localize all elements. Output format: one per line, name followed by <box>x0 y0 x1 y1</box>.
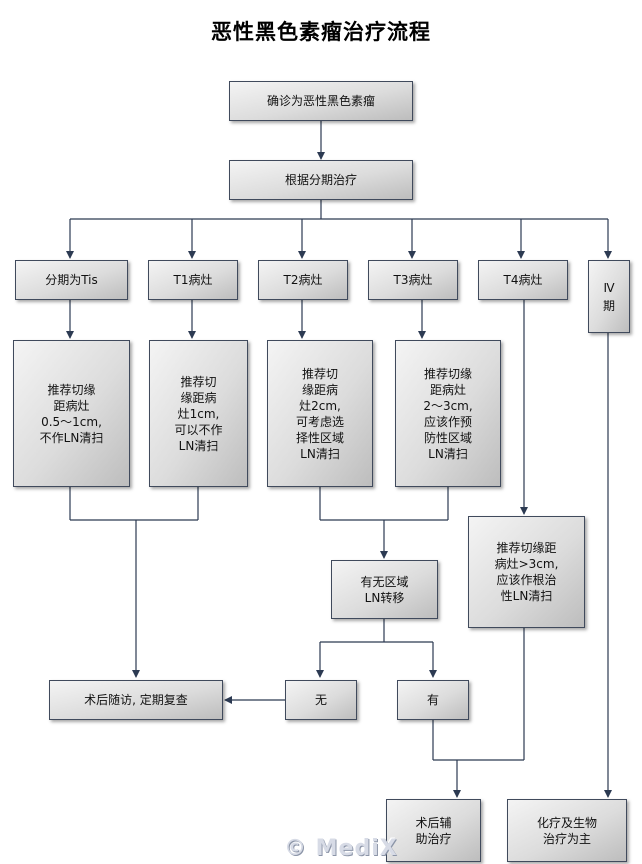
t1-recommendation-box: 推荐切 缘距病 灶1cm, 可以不作 LN清扫 <box>149 340 248 487</box>
yes-metastasis-box: 有 <box>397 680 469 720</box>
followup-box: 术后随访, 定期复查 <box>49 680 223 720</box>
staging-treatment-box: 根据分期治疗 <box>229 160 413 200</box>
no-metastasis-box: 无 <box>285 680 357 720</box>
ln-metastasis-question-box: 有无区域 LN转移 <box>331 560 438 619</box>
stage-iv-box: Ⅳ 期 <box>588 260 630 333</box>
stage-t4-box: T4病灶 <box>478 260 568 300</box>
adjuvant-therapy-box: 术后辅 助治疗 <box>386 799 481 862</box>
t3-recommendation-box: 推荐切缘 距病灶 2～3cm, 应该作预 防性区域 LN清扫 <box>395 340 501 487</box>
t2-recommendation-box: 推荐切 缘距病 灶2cm, 可考虑选 择性区域 LN清扫 <box>267 340 373 487</box>
medix-watermark: © MediX <box>284 836 398 861</box>
stage-t1-box: T1病灶 <box>148 260 238 300</box>
stage-tis-box: 分期为Tis <box>15 260 128 300</box>
t4-recommendation-box: 推荐切缘距 病灶>3cm, 应该作根治 性LN清扫 <box>468 516 585 628</box>
stage-t3-box: T3病灶 <box>368 260 458 300</box>
confirm-diagnosis-box: 确诊为恶性黑色素瘤 <box>229 81 413 121</box>
stage-t2-box: T2病灶 <box>258 260 348 300</box>
tis-recommendation-box: 推荐切缘 距病灶 0.5～1cm, 不作LN清扫 <box>13 340 130 487</box>
diagram-title: 恶性黑色素瘤治疗流程 <box>211 20 431 44</box>
chemo-biotherapy-box: 化疗及生物 治疗为主 <box>507 799 627 862</box>
